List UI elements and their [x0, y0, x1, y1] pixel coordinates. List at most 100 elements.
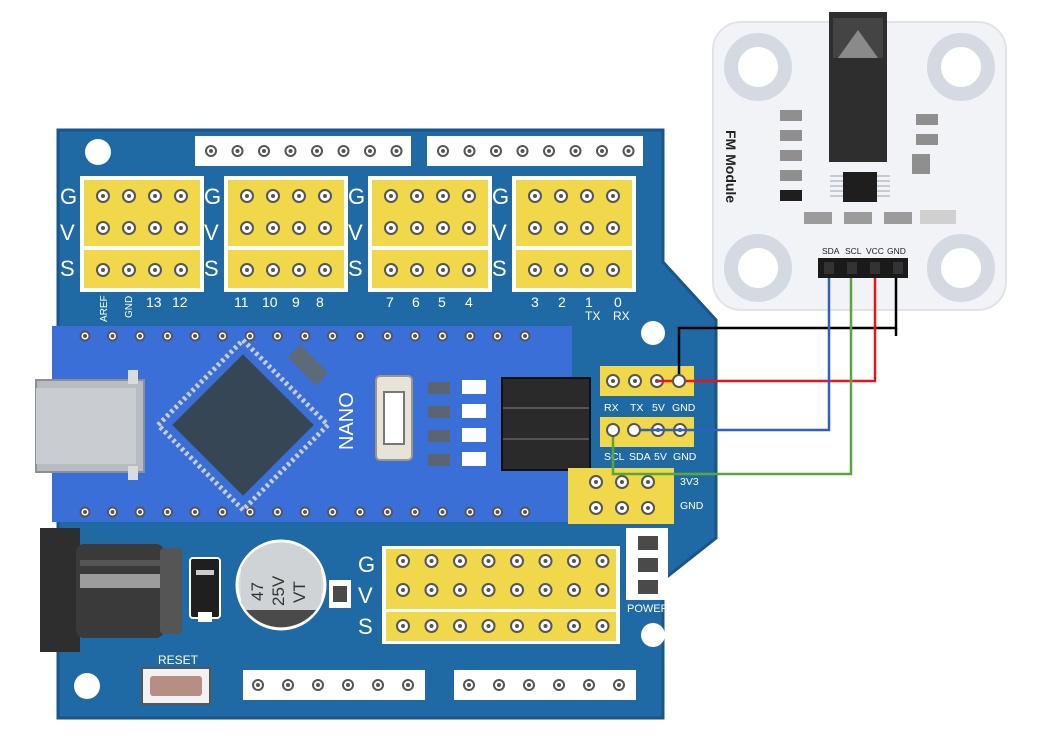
smd-part [428, 406, 450, 418]
pin-label-1: 1 [585, 294, 593, 310]
i2c-sda-pin [627, 423, 641, 437]
pin-hole [600, 588, 605, 592]
bottom-header-left [243, 670, 425, 700]
nano-reset-cap [383, 391, 405, 445]
module-pin-label-scl: SCL [845, 246, 862, 256]
pin-hole [220, 334, 225, 338]
pin-hole [138, 334, 142, 338]
pin-hole [209, 149, 213, 153]
pin-hole [127, 268, 131, 272]
pin-hole [543, 588, 548, 592]
pin-hole [572, 588, 576, 592]
wire-gnd [677, 278, 898, 383]
uart-label-gnd: GND [672, 402, 696, 414]
pin-hole [523, 510, 527, 514]
power-indicators: POWER [626, 528, 669, 615]
pin-hole [271, 226, 275, 230]
pin-hole [385, 510, 390, 514]
pin-hole [368, 149, 372, 153]
module-smd [920, 210, 956, 224]
pin-hole [646, 506, 650, 510]
arduino-nano: NANO [35, 326, 591, 522]
pin-hole [633, 379, 637, 383]
pin-label-4: 4 [465, 294, 473, 310]
pin-hole [83, 510, 87, 514]
pin-hole [179, 194, 183, 198]
pin-hole [617, 683, 621, 687]
pin-hole [441, 268, 445, 272]
pin-hole [376, 683, 380, 687]
pin-hole [179, 226, 183, 230]
module-pin-label-vcc: VCC [866, 246, 884, 256]
pin-hole [323, 194, 327, 198]
pin-label-3: 3 [531, 294, 539, 310]
mounting-hole [74, 673, 100, 699]
label-3v3: 3V3 [680, 476, 699, 488]
pin-hole [138, 510, 142, 514]
smd-part [462, 452, 486, 466]
pin-hole [101, 268, 105, 272]
module-mount-hole [927, 234, 995, 302]
pin-hole [486, 559, 491, 563]
pin-hole [415, 226, 419, 230]
bottom-header-right [454, 670, 636, 700]
pin-hole [127, 194, 131, 198]
mounting-hole [641, 321, 665, 345]
smd-part [462, 428, 486, 442]
pin-hole [572, 624, 576, 628]
power-label: POWER [627, 603, 669, 615]
pin-hole [415, 268, 419, 272]
pin-label-13: 13 [146, 294, 162, 310]
pin-hole [316, 683, 320, 687]
wire-scl [611, 278, 853, 476]
pin-hole [346, 683, 350, 687]
module-smd [844, 212, 872, 224]
i2c-label-scl: SCL [604, 451, 625, 463]
pin-hole [286, 683, 290, 687]
pin-hole [458, 559, 462, 563]
pin-hole [611, 194, 615, 198]
pin-hole [297, 268, 301, 272]
pin-hole [385, 334, 390, 338]
pin-hole [585, 226, 589, 230]
i2c-scl-pin [606, 423, 620, 437]
smd-part [428, 454, 450, 466]
i2c-label-5v: 5V [654, 451, 667, 463]
pin-hole [600, 624, 605, 628]
reset-label: RESET [158, 653, 199, 667]
pin-hole [389, 226, 393, 230]
pin-hole [547, 149, 551, 153]
pin-hole [83, 334, 87, 338]
pin-hole [389, 194, 393, 198]
pin-hole [486, 624, 491, 628]
pin-label-0: 0 [614, 294, 622, 310]
module-smd [780, 110, 802, 121]
pin-hole [235, 149, 240, 153]
pin-label-tx: TX [585, 309, 600, 323]
pin-hole [468, 510, 472, 514]
pin-hole [620, 506, 624, 510]
pin-hole [248, 334, 252, 338]
pin-hole [401, 559, 405, 563]
pin-hole [275, 334, 280, 338]
gvs-label-g: G [204, 184, 221, 209]
module-pin-header [818, 258, 908, 278]
pin-hole [101, 226, 105, 230]
wire-vcc [658, 278, 877, 383]
capacitor-type: VT [290, 581, 309, 603]
pin-hole [101, 194, 105, 198]
pin-hole [413, 510, 417, 514]
pin-hole [297, 226, 301, 230]
pin-hole [315, 149, 319, 153]
pin-hole [358, 334, 362, 338]
pin-hole [429, 624, 434, 628]
wires [611, 278, 898, 476]
gvs-label-v: V [348, 220, 363, 245]
pin-label-7: 7 [386, 294, 394, 310]
diode [189, 557, 221, 622]
uart-gnd-pin [672, 374, 686, 388]
pin-hole [523, 334, 527, 338]
pin-label-aref: AREF [99, 295, 110, 322]
gvs-label-v: V [358, 583, 373, 608]
pin-label-9: 9 [292, 294, 300, 310]
